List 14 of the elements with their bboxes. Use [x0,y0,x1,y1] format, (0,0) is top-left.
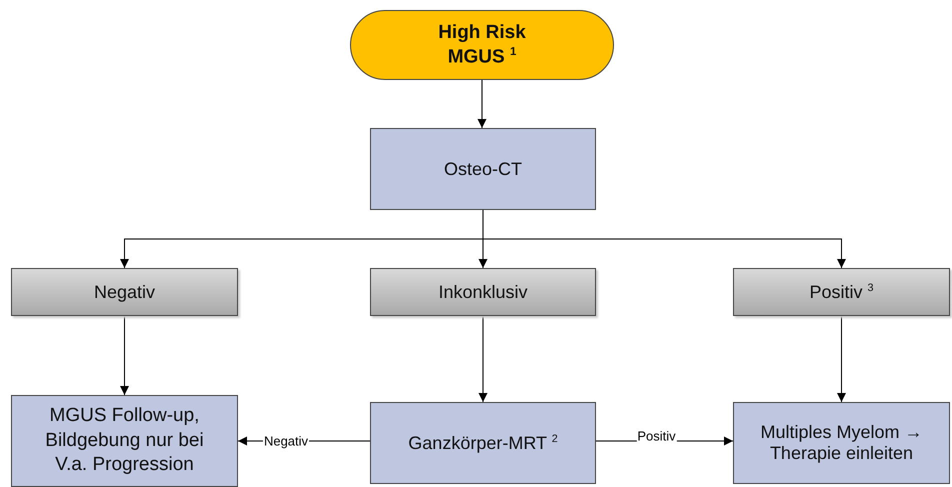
result-box: Negativ [11,268,238,316]
arrow [837,316,846,402]
process-box: Ganzkörper-MRT $^{2}$ [370,402,596,484]
result-box: Positiv $^{3}$ [733,268,950,316]
arrow [120,316,129,396]
arrow [478,316,488,402]
process-box: Multiples Myelom → Therapie einleiten [733,402,950,484]
edge-label: Negativ [262,434,310,448]
result-box: Inkonklusiv [370,268,596,316]
process-box: MGUS Follow-up, Bildgebung nur bei V.a. Progression [11,395,238,487]
edge-label: Positiv [636,430,677,442]
arrow [478,80,486,128]
process-box: Osteo-CT [370,128,596,210]
start-terminal: High Risk MGUS $^{1}$ [350,10,614,80]
